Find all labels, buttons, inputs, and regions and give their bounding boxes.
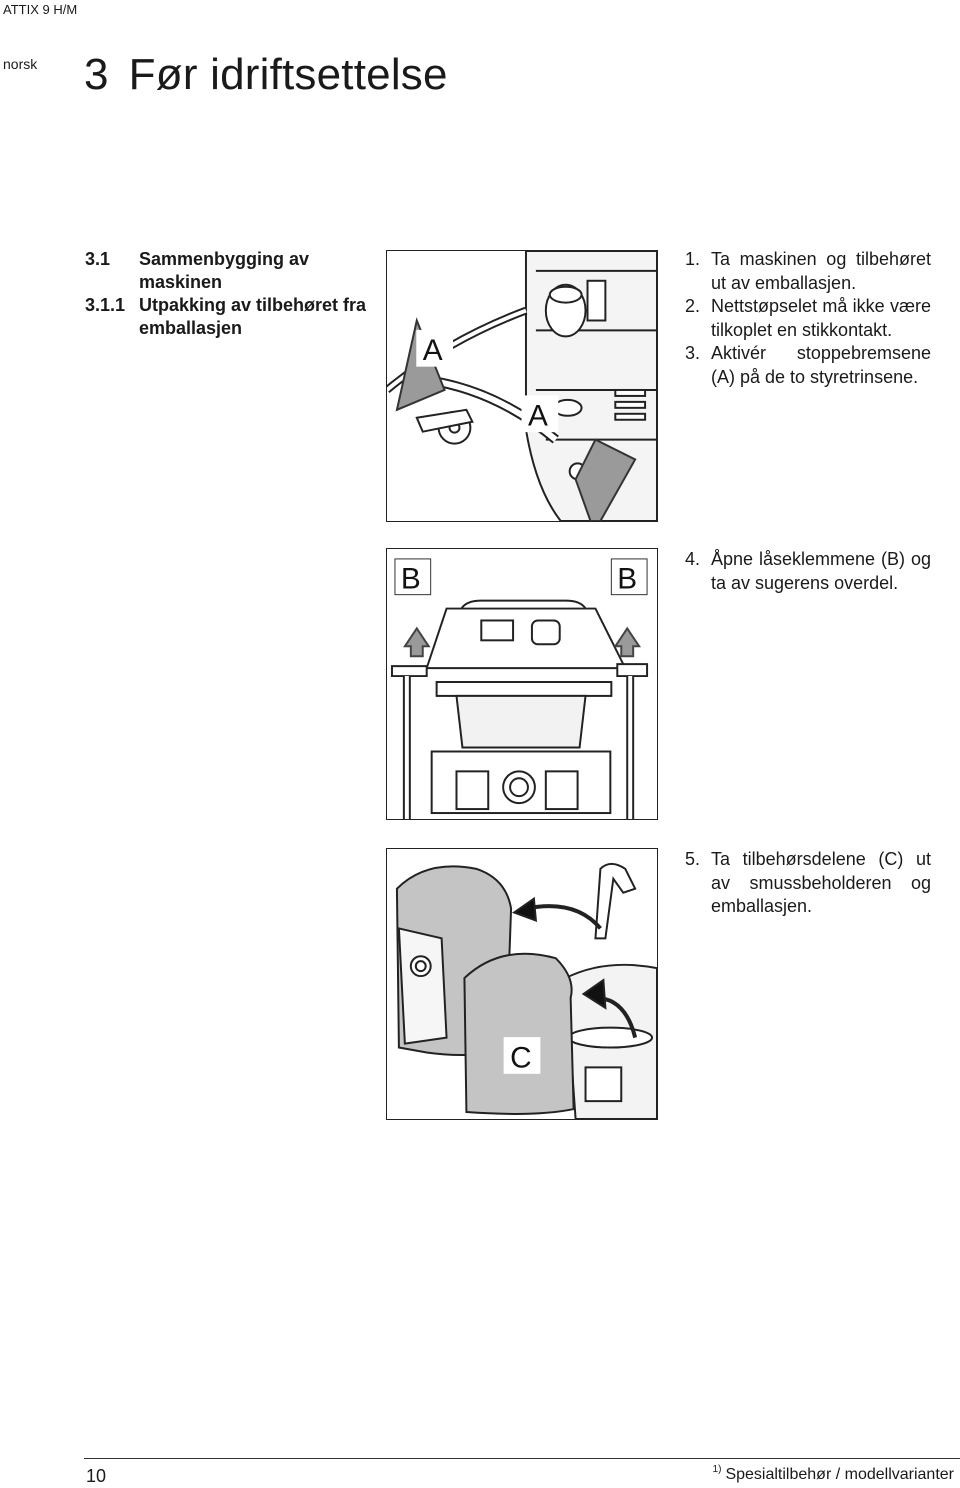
figure-label: C: [510, 1041, 532, 1074]
footnote-marker: 1): [712, 1464, 722, 1475]
step-number: 1.: [685, 249, 701, 269]
section-number: 3.1.1: [85, 295, 126, 315]
figure-label: A: [423, 334, 443, 367]
subsection-heading: 3.1.1 Utpakking av tilbehøret fra emball…: [85, 294, 385, 342]
figure-label: B: [401, 563, 421, 596]
section-title: Utpakking av tilbehøret fra emballasjen: [139, 295, 367, 338]
step-number: 2.: [685, 296, 701, 316]
chapter-title: 3 Før idriftsettelse: [84, 50, 448, 100]
step-text: Ta maskinen og tilbehøret ut av emballas…: [711, 249, 931, 293]
figure-accessories: C: [386, 848, 658, 1120]
step-text: Nettstøpselet må ikke være tilkoplet en …: [711, 296, 931, 340]
step-3: 3. Aktivér stoppebremsene (A) på de to s…: [685, 342, 931, 389]
section-title: Sammenbygging av maskinen: [139, 249, 310, 292]
section-heading: 3.1 Sammenbygging av maskinen: [85, 248, 385, 296]
step-2: 2. Nettstøpselet må ikke være tilkoplet …: [685, 295, 931, 342]
vacuum-caster-illustration: A A: [387, 251, 657, 521]
step-number: 3.: [685, 343, 701, 363]
header-model: ATTIX 9 H/M: [3, 2, 78, 17]
header-language: norsk: [3, 56, 38, 72]
footnote: 1)Spesialtilbehør / modellvarianter: [712, 1464, 954, 1484]
step-5: 5. Ta tilbehørsdelene (C) ut av smussbeh…: [685, 848, 931, 919]
figure-label: B: [617, 563, 637, 596]
footnote-text: Spesialtilbehør / modellvarianter: [725, 1466, 954, 1483]
page-number: 10: [86, 1466, 107, 1486]
step-text: Ta tilbehørsdelene (C) ut av smussbehold…: [711, 849, 931, 916]
step-text: Aktivér stoppebremsene (A) på de to styr…: [711, 343, 931, 387]
figure-caster-brakes: A A: [386, 250, 658, 522]
step-number: 4.: [685, 549, 701, 569]
chapter-number: 3: [84, 50, 109, 99]
section-number: 3.1: [85, 249, 111, 269]
accessory-bags-illustration: C: [395, 862, 657, 1119]
figure-label: A: [528, 400, 548, 433]
chapter-title-text: Før idriftsettelse: [128, 50, 448, 99]
step-1: 1. Ta maskinen og tilbehøret ut av embal…: [685, 248, 931, 295]
step-number: 5.: [685, 849, 701, 869]
vacuum-top-illustration: B B: [390, 558, 649, 819]
footer-divider: [84, 1458, 960, 1459]
figure-latches: B B: [386, 548, 658, 820]
step-text: Åpne låseklemmene (B) og ta av sugerens …: [711, 549, 931, 593]
step-4: 4. Åpne låseklemmene (B) og ta av sugere…: [685, 548, 931, 595]
